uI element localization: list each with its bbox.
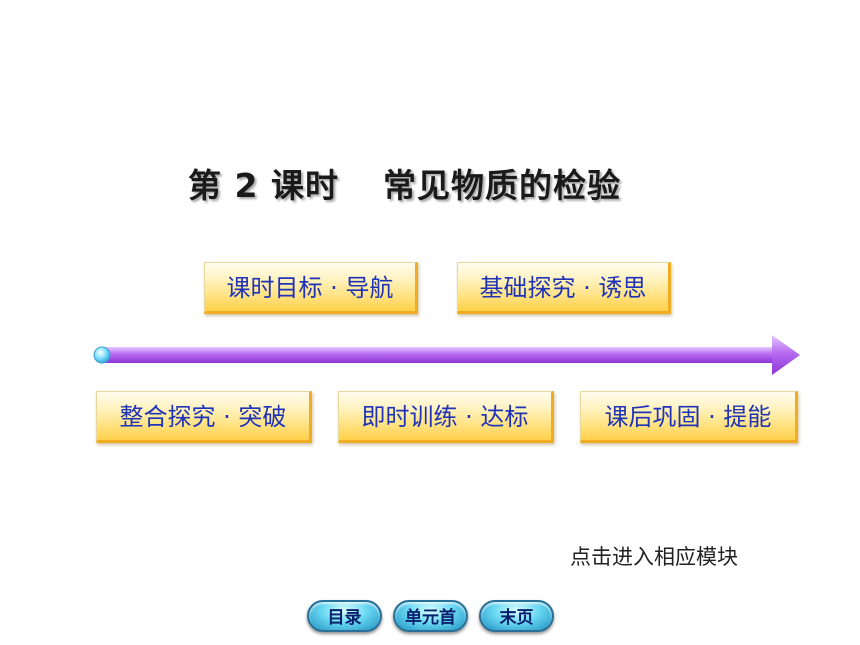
nav-button-unit-home[interactable]: 单元首 bbox=[393, 600, 468, 632]
lesson-topic: 常见物质的检验 bbox=[382, 166, 621, 205]
arrow-head bbox=[772, 335, 800, 375]
arrow-origin-dot bbox=[93, 346, 111, 364]
nav-button-toc[interactable]: 目录 bbox=[307, 600, 382, 632]
arrow-shaft bbox=[100, 347, 775, 363]
module-button-integrated-inquiry[interactable]: 整合探究 · 突破 bbox=[96, 391, 312, 443]
module-button-instant-training[interactable]: 即时训练 · 达标 bbox=[338, 391, 554, 443]
lesson-number: 第 2 课时 bbox=[188, 166, 339, 205]
nav-button-last-page[interactable]: 末页 bbox=[479, 600, 554, 632]
module-button-basic-inquiry[interactable]: 基础探究 · 诱思 bbox=[457, 262, 671, 314]
timeline-arrow bbox=[93, 335, 800, 375]
module-button-after-class[interactable]: 课后巩固 · 提能 bbox=[580, 391, 798, 443]
instruction-hint: 点击进入相应模块 bbox=[570, 545, 738, 569]
page-title: 第 2 课时 常见物质的检验 bbox=[188, 160, 621, 212]
module-button-goals-navigation[interactable]: 课时目标 · 导航 bbox=[204, 262, 418, 314]
